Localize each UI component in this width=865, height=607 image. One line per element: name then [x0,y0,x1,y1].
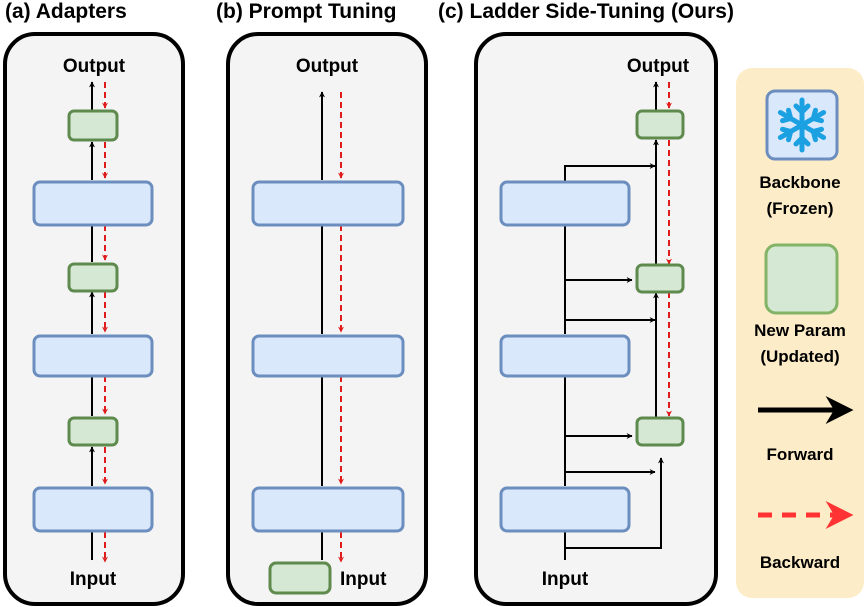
ladder-param-top [635,109,685,140]
panel-c-arrows [562,81,672,560]
panel-b-output-label: Output [296,56,359,77]
panel-c-input-label: Input [542,569,589,590]
prompt-backbone-block-mid [251,334,405,378]
panel-c-output-label: Output [627,56,690,77]
ladder-backbone-block-top [499,180,631,227]
prompt-backbone-block-top [251,180,405,227]
legend-frame [736,68,864,598]
ladder-backbone-block-mid [499,334,631,378]
legend-newparam-label-line1: New Param [754,321,846,340]
ladder-backbone-block-bottom [499,486,631,533]
panel-b-title: (b) Prompt Tuning [216,0,397,23]
legend-backbone-label-line1: Backbone [759,173,840,192]
adapter-param-top [67,109,119,142]
adapter-backbone-block-mid [32,334,154,378]
legend-backbone-swatch [765,89,839,161]
ladder-param-bottom [635,416,685,447]
legend-forward-label: Forward [766,445,833,464]
panel-a-frame [3,32,185,606]
snowflake-icon [777,97,827,153]
panel-a-input-label: Input [70,569,117,590]
legend-backward-label: Backward [760,553,840,572]
legend-newparam-swatch [764,243,839,315]
adapter-backbone-block-top [32,180,154,227]
legend-newparam-label-line2: (Updated) [760,347,839,366]
adapter-backbone-block-bottom [32,486,154,533]
adapter-param-mid [67,262,119,293]
panel-c-title: (c) Ladder Side-Tuning (Ours) [438,0,734,23]
panel-a-output-label: Output [63,56,126,77]
panel-b-input-label: Input [340,569,387,590]
ladder-param-mid [635,263,685,294]
panel-b-frame [226,32,428,606]
prompt-param [268,561,332,595]
legend-backbone-label-line2: (Frozen) [766,199,833,218]
panel-a-title: (a) Adapters [5,0,127,23]
adapter-param-bottom [67,416,119,447]
prompt-backbone-block-bottom [251,486,405,533]
